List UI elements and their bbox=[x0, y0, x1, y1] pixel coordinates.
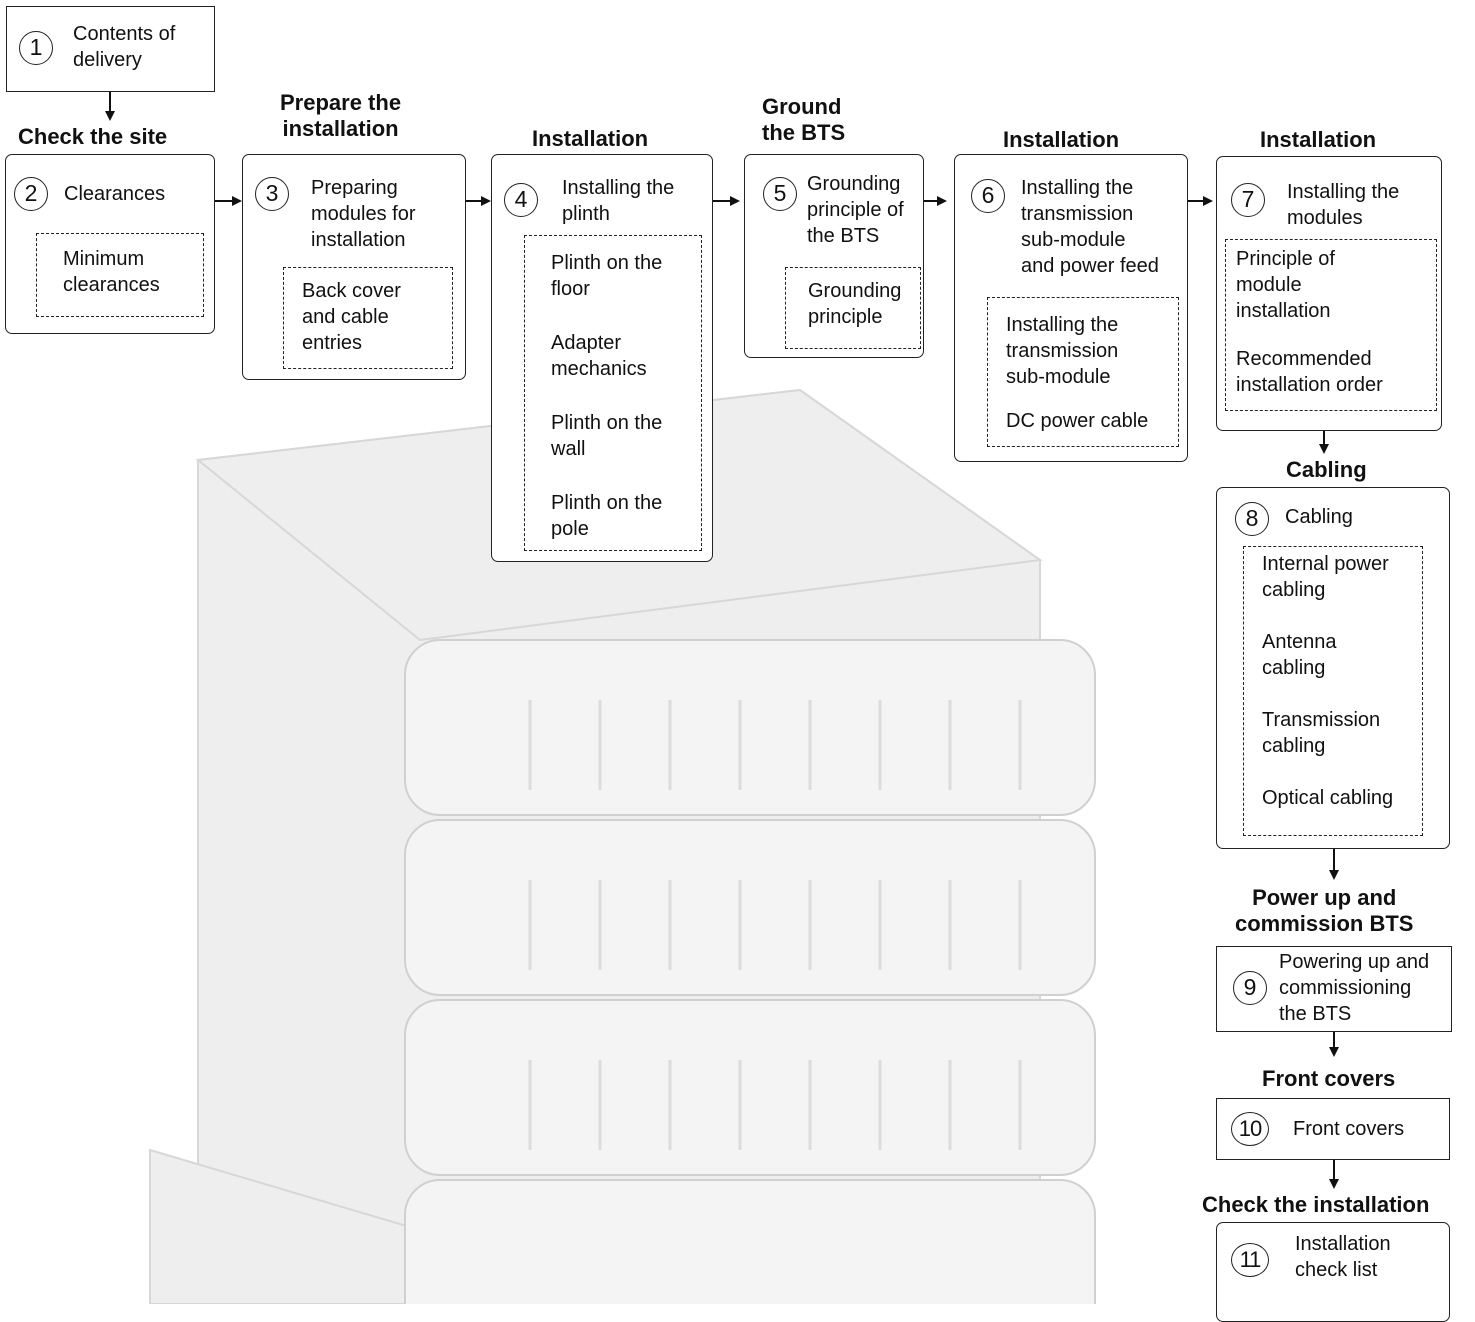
step-10-box: 10 Front covers bbox=[1216, 1098, 1450, 1160]
list-item: Grounding principle bbox=[808, 280, 902, 328]
step-items: Internal power cabling Antenna cabling T… bbox=[1243, 546, 1423, 836]
arrow-right-icon bbox=[730, 196, 740, 206]
step-heading: Prepare the installation bbox=[280, 90, 402, 141]
connector bbox=[109, 92, 111, 112]
step-items: Principle of module installation Recomme… bbox=[1225, 239, 1437, 411]
step-heading: Power up and commission BTS bbox=[1235, 885, 1414, 936]
connector bbox=[1333, 1032, 1335, 1048]
list-item: Installing the transmission sub-module bbox=[1006, 314, 1119, 388]
arrow-right-icon bbox=[232, 196, 242, 206]
connector bbox=[924, 200, 938, 202]
connector bbox=[1323, 431, 1325, 445]
list-item: Recommended installation order bbox=[1236, 348, 1383, 396]
arrow-right-icon bbox=[937, 196, 947, 206]
connector bbox=[1333, 849, 1335, 871]
connector bbox=[713, 200, 731, 202]
step-number: 10 bbox=[1231, 1112, 1269, 1146]
step-heading: Installation bbox=[1260, 127, 1377, 152]
step-items: Installing the transmission sub-module D… bbox=[987, 297, 1179, 447]
arrow-right-icon bbox=[481, 196, 491, 206]
list-item: Adapter mechanics bbox=[551, 332, 647, 380]
step-heading: Ground the BTS bbox=[762, 94, 846, 145]
step-11-box: 11 Installation check list bbox=[1216, 1222, 1450, 1322]
step-number: 2 bbox=[14, 177, 48, 211]
arrow-down-icon bbox=[105, 111, 115, 121]
step-number: 6 bbox=[971, 179, 1005, 213]
step-8-box: 8 Cabling Internal power cabling Antenna… bbox=[1216, 487, 1450, 849]
step-title: Grounding principle of the BTS bbox=[807, 173, 904, 247]
connector bbox=[466, 200, 482, 202]
step-2-box: 2 Clearances Minimum clearances bbox=[5, 154, 215, 334]
step-title: Preparing modules for installation bbox=[311, 177, 416, 251]
step-4-box: 4 Installing the plinth Plinth on the fl… bbox=[491, 154, 713, 562]
step-number: 8 bbox=[1235, 502, 1269, 536]
list-item: Internal power cabling bbox=[1262, 553, 1389, 601]
step-number: 11 bbox=[1231, 1243, 1269, 1277]
step-heading: Check the site bbox=[18, 124, 168, 149]
list-item: Principle of module installation bbox=[1236, 248, 1335, 322]
arrow-down-icon bbox=[1329, 1179, 1339, 1189]
step-heading: Check the installation bbox=[1202, 1192, 1430, 1217]
step-title: Installing the modules bbox=[1287, 181, 1400, 229]
step-title: Front covers bbox=[1293, 1118, 1405, 1140]
list-item: Plinth on the pole bbox=[551, 492, 663, 540]
step-number: 5 bbox=[763, 177, 797, 211]
step-heading: Cabling bbox=[1286, 457, 1367, 482]
list-item: Plinth on the floor bbox=[551, 252, 663, 300]
list-item: Antenna cabling bbox=[1262, 631, 1337, 679]
step-title: Powering up and commissioning the BTS bbox=[1279, 951, 1430, 1025]
step-items: Plinth on the floor Adapter mechanics Pl… bbox=[524, 235, 702, 551]
step-5-box: 5 Grounding principle of the BTS Groundi… bbox=[744, 154, 924, 358]
step-1-box: 1 Contents of delivery bbox=[6, 6, 215, 92]
step-3-box: 3 Preparing modules for installation Bac… bbox=[242, 154, 466, 380]
step-6-box: 6 Installing the transmission sub-module… bbox=[954, 154, 1188, 462]
step-heading: Front covers bbox=[1262, 1066, 1396, 1091]
list-item: Optical cabling bbox=[1262, 787, 1394, 809]
step-number: 4 bbox=[504, 183, 538, 217]
step-items: Grounding principle bbox=[785, 267, 921, 349]
step-title: Contents of delivery bbox=[73, 23, 176, 71]
step-title: Clearances bbox=[64, 183, 166, 205]
list-item: Back cover and cable entries bbox=[302, 280, 401, 354]
step-heading: Installation bbox=[1003, 127, 1120, 152]
step-7-box: 7 Installing the modules Principle of mo… bbox=[1216, 156, 1442, 431]
step-title: Installation check list bbox=[1295, 1233, 1391, 1281]
connector bbox=[1333, 1160, 1335, 1180]
step-number: 7 bbox=[1231, 183, 1265, 217]
arrow-down-icon bbox=[1319, 444, 1329, 454]
step-items: Minimum clearances bbox=[36, 233, 204, 317]
step-heading: Installation bbox=[532, 126, 649, 151]
step-title: Installing the transmission sub-module a… bbox=[1021, 177, 1159, 277]
list-item: Transmission cabling bbox=[1262, 709, 1381, 757]
step-items: Back cover and cable entries bbox=[283, 267, 453, 369]
connector bbox=[1188, 200, 1204, 202]
step-title: Cabling bbox=[1285, 506, 1353, 528]
step-number: 9 bbox=[1233, 971, 1267, 1005]
step-number: 3 bbox=[255, 177, 289, 211]
list-item: DC power cable bbox=[1006, 410, 1149, 432]
list-item: Plinth on the wall bbox=[551, 412, 663, 460]
step-number: 1 bbox=[19, 31, 53, 65]
step-9-box: 9 Powering up and commissioning the BTS bbox=[1216, 946, 1452, 1032]
connector bbox=[215, 200, 233, 202]
list-item: Minimum clearances bbox=[63, 248, 160, 296]
arrow-down-icon bbox=[1329, 1047, 1339, 1057]
step-title: Installing the plinth bbox=[562, 177, 675, 225]
arrow-right-icon bbox=[1203, 196, 1213, 206]
arrow-down-icon bbox=[1329, 870, 1339, 880]
